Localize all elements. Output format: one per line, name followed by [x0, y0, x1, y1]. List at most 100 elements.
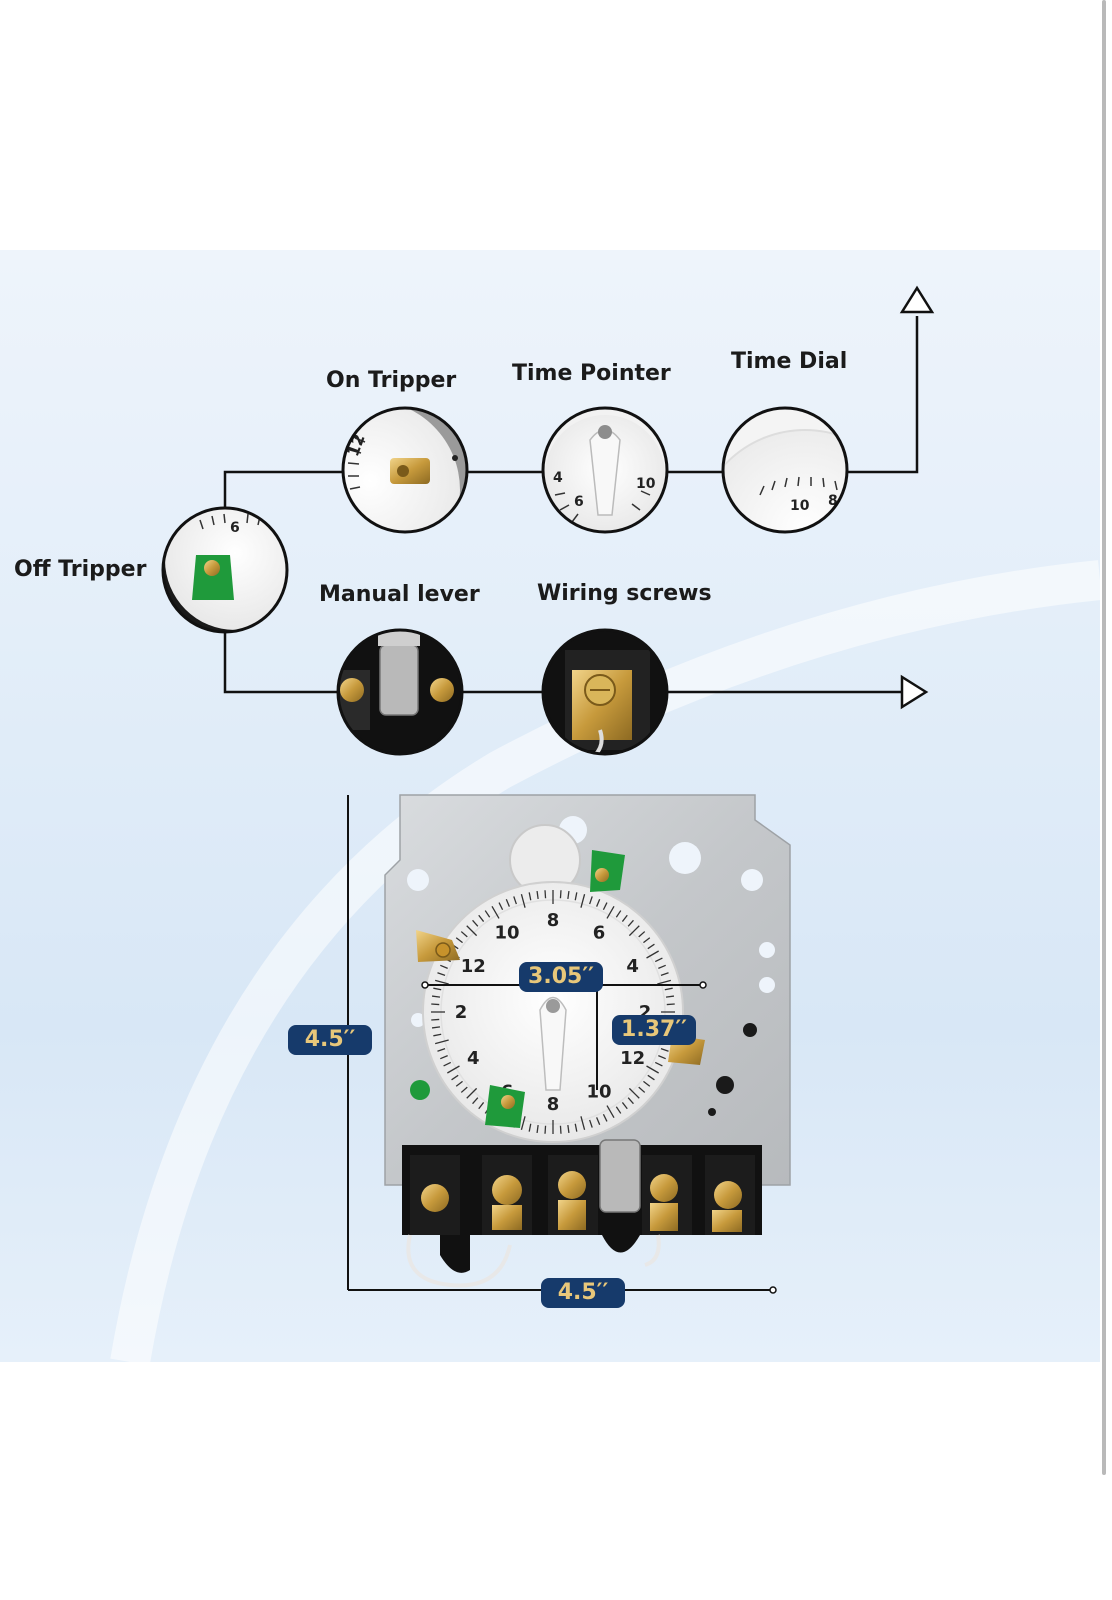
dial-tick: [472, 919, 479, 927]
wiring-screws-thumbnail: [541, 628, 669, 756]
dial-number: 2: [455, 1002, 468, 1023]
dial-tick: [460, 931, 468, 938]
dial-tick: [606, 1105, 615, 1118]
dial-tick: [574, 1123, 578, 1132]
dial-tick: [451, 1074, 459, 1081]
dial-tick: [472, 1097, 479, 1105]
dial-tick: [658, 1055, 666, 1060]
dial-tick: [638, 1086, 646, 1093]
dial-tick: [660, 972, 669, 976]
svg-text:6: 6: [230, 520, 240, 536]
dial-tick: [466, 1087, 478, 1099]
off-tripper-thumbnail: 6: [161, 506, 289, 634]
dial-number: 6: [593, 922, 606, 943]
dial-number: 4: [467, 1048, 480, 1069]
dial-tick: [574, 892, 578, 901]
dial-tick: [447, 1065, 460, 1074]
dial-tick: [621, 1102, 628, 1110]
dial-tick: [478, 1102, 485, 1110]
dial-number: 10: [494, 922, 519, 943]
time-dial-thumbnail: 10 8: [721, 406, 849, 534]
dial-tick: [580, 1116, 586, 1131]
dial-tick: [434, 979, 449, 985]
dial-tick: [491, 906, 500, 919]
dial-tick: [646, 950, 659, 959]
dial-tick: [627, 919, 634, 927]
dial-tick: [433, 987, 442, 991]
dial-tick: [431, 1018, 440, 1021]
dial-number: 4: [626, 956, 639, 977]
dial-tick: [602, 902, 608, 911]
dial-tick: [544, 890, 547, 899]
dial-tick: [505, 899, 510, 907]
svg-text:6: 6: [574, 494, 584, 510]
scrollbar[interactable]: [1102, 0, 1106, 1475]
dial-tick: [528, 892, 532, 901]
dial-tick: [443, 1061, 452, 1067]
dimension-badge-dial-offset: 1.37′′: [612, 1015, 696, 1045]
dial-tick: [440, 1055, 448, 1060]
dial-tick: [664, 987, 673, 991]
svg-text:10: 10: [790, 498, 810, 514]
dial-tick: [434, 1039, 449, 1045]
dial-tick: [606, 906, 615, 919]
label-off-tripper: Off Tripper: [14, 557, 147, 582]
dial-tick: [431, 1003, 440, 1006]
dial-tick: [440, 964, 448, 969]
dial-tick: [638, 931, 646, 938]
dial-tick: [513, 896, 517, 905]
label-on-tripper: On Tripper: [326, 368, 457, 393]
connector-lines: [223, 316, 919, 694]
dial-tick: [437, 972, 446, 976]
dimension-badge-dial-width: 3.05′′: [519, 962, 603, 992]
dial-tick: [520, 893, 526, 908]
arrow-right-icon: [900, 674, 929, 710]
dial-tick: [643, 937, 651, 944]
dial-tick: [658, 964, 666, 969]
diagram-graphics: 12 4 6 10: [110, 285, 1100, 1362]
dial-tick: [628, 925, 640, 937]
dial-tick: [596, 1117, 601, 1125]
dial-tick: [431, 995, 441, 998]
dial-number: 8: [547, 910, 560, 931]
dial-tick: [455, 1080, 463, 1087]
dial-tick: [657, 979, 672, 985]
dial-tick: [628, 1087, 640, 1099]
on-tripper-thumbnail: 12: [341, 406, 469, 534]
dial-tick: [466, 925, 478, 937]
dial-tick: [666, 1003, 675, 1006]
dial-tick: [589, 1119, 593, 1128]
dial-number: 8: [547, 1094, 560, 1115]
dial-number: 12: [461, 956, 486, 977]
dial-tick: [544, 1125, 547, 1134]
dial-number: 12: [620, 1048, 645, 1069]
dial-number: 10: [586, 1082, 611, 1103]
dial-tick: [536, 1124, 539, 1134]
dial-tick: [654, 957, 663, 963]
dial-tick: [602, 1113, 608, 1122]
dial-tick: [646, 1065, 659, 1074]
dial-tick: [660, 1048, 669, 1052]
dial-tick: [455, 937, 463, 944]
dial-tick: [431, 1026, 441, 1029]
dial-tick: [478, 914, 485, 922]
label-wiring-screws: Wiring screws: [537, 581, 712, 606]
arrow-up-icon: [899, 285, 935, 314]
dial-tick: [615, 1106, 622, 1114]
dial-tick: [559, 1125, 562, 1134]
dial-tick: [627, 1097, 634, 1105]
svg-text:4: 4: [553, 470, 563, 486]
dial-tick: [559, 890, 562, 899]
dial-tick: [580, 893, 586, 908]
manual-lever-thumbnail: [336, 628, 464, 756]
dial-tick: [621, 914, 628, 922]
timer-mechanism-image: 8642121086421210: [384, 794, 791, 1288]
label-time-dial: Time Dial: [731, 349, 848, 374]
dial-tick: [647, 1074, 655, 1081]
dial-tick: [433, 1033, 442, 1037]
dial-tick: [596, 899, 601, 907]
dial-tick: [528, 1123, 532, 1132]
dial-tick: [654, 1061, 663, 1067]
dial-tick: [567, 1124, 570, 1134]
label-time-pointer: Time Pointer: [512, 361, 671, 386]
